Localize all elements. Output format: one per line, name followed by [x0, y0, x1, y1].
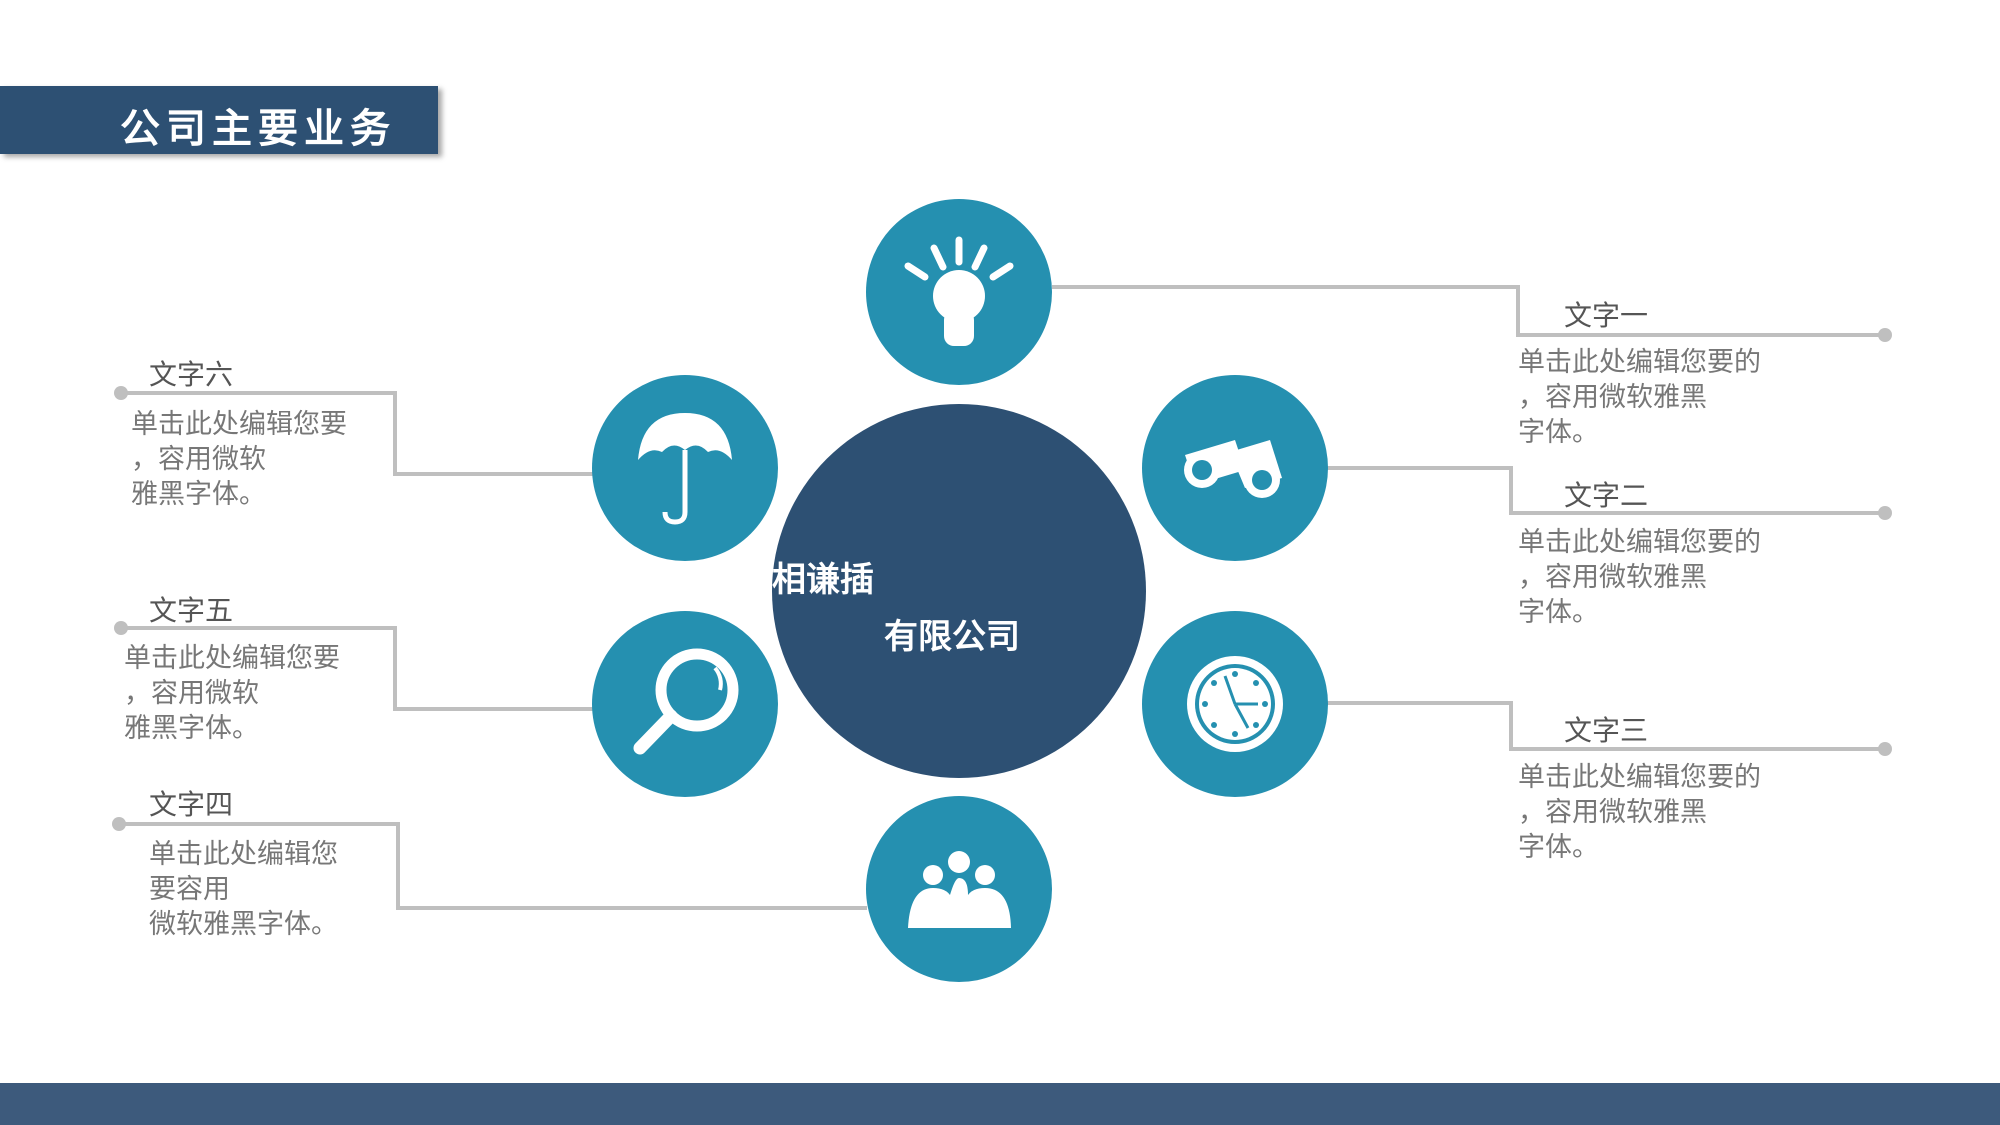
item-6-label: 文字六 — [149, 358, 234, 391]
connector-2 — [1327, 466, 1885, 515]
connector-lines — [119, 285, 1885, 910]
magnifier-icon — [633, 648, 739, 755]
center-text-line2: 有限公司 — [884, 617, 1020, 657]
connector-dot — [114, 621, 128, 635]
title-banner: 公司主要业务 — [0, 86, 438, 154]
binoculars-icon — [1184, 440, 1282, 498]
center-circle — [772, 404, 1146, 778]
connector-dot — [1878, 506, 1892, 520]
connector-5 — [121, 626, 593, 711]
item-3-label: 文字三 — [1564, 714, 1649, 747]
item-5-body: 单击此处编辑您要 ，容用微软 雅黑字体。 — [124, 643, 340, 744]
clock-icon — [1187, 656, 1283, 752]
center-text-line1: 相谦插 — [772, 560, 874, 600]
connector-dot — [114, 386, 128, 400]
item-2-body: 单击此处编辑您要的 ，容用微软雅黑 字体。 — [1518, 527, 1761, 628]
connector-6 — [121, 391, 593, 476]
lightbulb-icon — [904, 236, 1014, 346]
item-2-label: 文字二 — [1564, 479, 1649, 512]
page-title: 公司主要业务 — [120, 106, 396, 152]
node-5-circle — [592, 611, 778, 797]
connector-dot — [112, 817, 126, 831]
connector-1 — [1052, 285, 1885, 337]
item-5-label: 文字五 — [149, 594, 234, 627]
connector-dot — [1878, 328, 1892, 342]
item-4-label: 文字四 — [149, 788, 234, 821]
item-3-body: 单击此处编辑您要的 ，容用微软雅黑 字体。 — [1518, 762, 1761, 863]
footer-bar — [0, 1083, 2000, 1125]
connector-3 — [1327, 701, 1885, 751]
people-icon — [908, 851, 1011, 928]
item-1-label: 文字一 — [1564, 299, 1649, 332]
connector-4 — [119, 822, 867, 910]
item-6-body: 单击此处编辑您要 ，容用微软 雅黑字体。 — [131, 409, 347, 510]
umbrella-icon — [638, 413, 732, 525]
item-1-body: 单击此处编辑您要的 ，容用微软雅黑 字体。 — [1518, 347, 1761, 448]
connector-dot — [1878, 742, 1892, 756]
item-4-body: 单击此处编辑您 要容用 微软雅黑字体。 — [149, 839, 338, 940]
